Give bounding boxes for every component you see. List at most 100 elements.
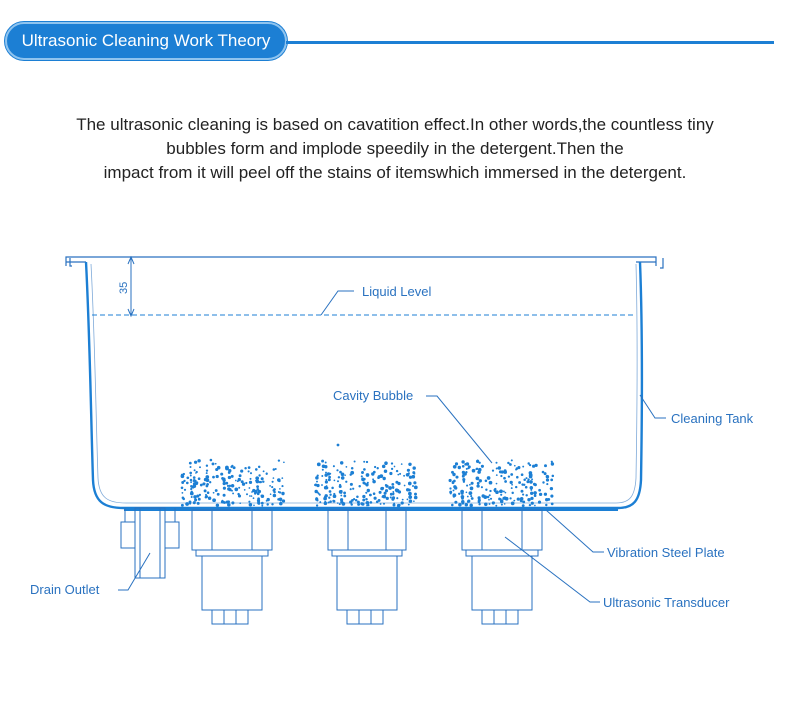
bubble-dot [478, 461, 481, 464]
bubble-dot [491, 469, 495, 472]
bubble-dot [343, 494, 347, 498]
bubble-dot [247, 470, 250, 473]
bubble-dot [530, 488, 533, 491]
bubble-dot [240, 480, 244, 484]
bubble-dot [384, 489, 389, 493]
bubble-dot [209, 481, 212, 484]
bubble-dot [408, 462, 412, 467]
bubble-dot [391, 483, 395, 486]
bubble-dot [471, 468, 476, 473]
transducer-3 [461, 509, 543, 625]
bubble-dot [249, 477, 252, 480]
bubble-dot [453, 479, 456, 483]
bubble-dot [365, 491, 368, 494]
bubble-dot [377, 498, 381, 502]
bubble-dot [389, 492, 393, 496]
bubble-dot [199, 466, 201, 469]
bubble-dot [356, 500, 360, 504]
bubble-dot [325, 486, 329, 490]
bubble-dot [231, 501, 235, 505]
bubble-dot [397, 473, 400, 476]
bubble-dot [329, 493, 332, 496]
bubble-dot [532, 464, 536, 468]
bubble-dot [525, 494, 528, 497]
transducer-2 [327, 509, 407, 625]
cleaning-tank-label: Cleaning Tank [671, 411, 754, 426]
bubble-dot [363, 478, 366, 481]
bubble-dot [231, 484, 235, 488]
bubble-dot [486, 476, 491, 480]
bubble-dot [228, 484, 232, 488]
bubble-dot [248, 502, 253, 507]
bubble-dot [350, 503, 353, 506]
bubble-dot [476, 481, 480, 485]
bubble-dot [262, 470, 265, 473]
bubble-dot [407, 503, 410, 506]
bubble-dot [186, 476, 190, 480]
bubble-dot [257, 465, 261, 469]
bubble-dot [328, 475, 331, 479]
bubble-dot [362, 494, 366, 499]
bubble-dot [500, 489, 503, 493]
bubble-dot [196, 501, 200, 505]
bubble-dot [392, 503, 396, 507]
bubble-dot [196, 494, 200, 498]
bubble-dot [392, 490, 395, 493]
bubble-dot [189, 474, 192, 477]
bubble-dot [321, 459, 325, 463]
transducer-1 [191, 509, 273, 625]
bubble-dot [412, 485, 414, 487]
bubble-dot [550, 460, 553, 463]
bubble-dot [542, 481, 545, 484]
bubble-dot [467, 499, 471, 503]
bubble-dot [396, 503, 401, 508]
bubble-dot [206, 491, 210, 494]
bubble-dot [215, 467, 219, 472]
bubble-dot [541, 470, 545, 474]
bubble-dot [534, 463, 538, 468]
bubble-dot [203, 482, 206, 485]
bubble-dot [349, 488, 352, 491]
bubble-dot [332, 499, 336, 503]
bubble-dot [249, 495, 251, 497]
bubble-dot [465, 491, 468, 494]
bubble-dot [341, 502, 346, 506]
bubble-dot [333, 479, 336, 482]
bubble-dot [232, 492, 235, 495]
bubble-dot [315, 476, 319, 480]
bubble-dot [180, 503, 184, 507]
bubble-dot [266, 497, 270, 502]
bubble-dot [407, 473, 410, 476]
bubble-dot [452, 495, 456, 498]
bubble-dot [449, 487, 452, 490]
bubble-dot [551, 474, 555, 478]
bubble-dot [349, 482, 353, 486]
bubble-dot [205, 475, 210, 479]
bubble-dot [392, 493, 395, 496]
bubble-dot [344, 474, 346, 477]
bubble-dot [269, 485, 271, 487]
bubble-dot [519, 499, 523, 503]
bubble-dot [385, 496, 389, 501]
bubble-dot [531, 478, 534, 481]
intro-paragraph: The ultrasonic cleaning is based on cava… [30, 113, 760, 185]
bubble-dot [194, 498, 198, 502]
bubble-dot [316, 483, 320, 488]
bubble-dot [212, 475, 215, 479]
bubble-dot [489, 489, 492, 493]
bubble-dot [412, 471, 416, 475]
bubble-dot [238, 486, 241, 489]
bubble-dot [365, 498, 368, 501]
bubble-dot [192, 501, 196, 505]
bubble-dot [520, 473, 524, 477]
bubble-dot [550, 462, 555, 466]
bubble-dot [199, 483, 203, 487]
bubble-dot [338, 483, 342, 487]
bubble-dot [198, 493, 202, 497]
leader-lines [118, 290, 666, 603]
bubble-dot [244, 467, 247, 470]
bubble-dot [328, 490, 332, 493]
bubble-dot [281, 485, 284, 488]
bubble-dot [272, 493, 277, 498]
bubble-dot [414, 492, 417, 496]
